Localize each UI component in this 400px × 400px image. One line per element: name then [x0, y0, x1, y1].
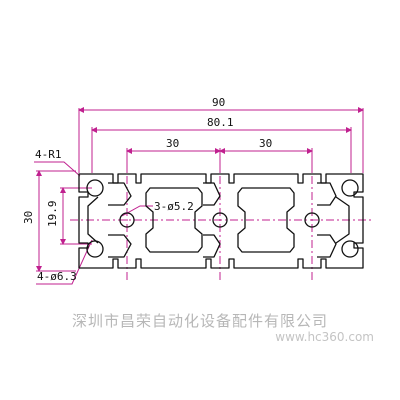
dim-text-corner-holes: 4-ø6.3 — [37, 270, 77, 283]
dimension-lines — [36, 107, 364, 272]
center-hole-3 — [304, 212, 320, 228]
dim-text-19-9: 19.9 — [46, 201, 59, 228]
cavity-left — [145, 187, 203, 253]
corner-hole-bottom-right — [341, 240, 359, 258]
dim-text-80-1: 80.1 — [207, 116, 234, 129]
corner-hole-top-right — [341, 179, 359, 197]
dim-text-90: 90 — [212, 96, 225, 109]
dim-text-corner-radius: 4-R1 — [35, 148, 62, 161]
corner-hole-bottom-left — [86, 240, 104, 258]
profile-outline — [78, 173, 364, 269]
company-watermark: 深圳市昌荣自动化设备配件有限公司 — [71, 312, 328, 330]
dim-text-30-left: 30 — [166, 137, 179, 150]
site-watermark: www.hc360.com — [275, 330, 374, 344]
center-lines — [70, 160, 372, 280]
corner-hole-top-left — [86, 179, 104, 197]
dim-text-30-vertical: 30 — [22, 211, 35, 224]
profile-outer-contour — [78, 173, 364, 269]
center-hole-2 — [212, 212, 228, 228]
cavity-right — [237, 187, 295, 253]
center-hole-1 — [119, 212, 135, 228]
dim-text-30-right: 30 — [259, 137, 272, 150]
dim-text-center-holes: 3-ø5.2 — [154, 200, 194, 213]
